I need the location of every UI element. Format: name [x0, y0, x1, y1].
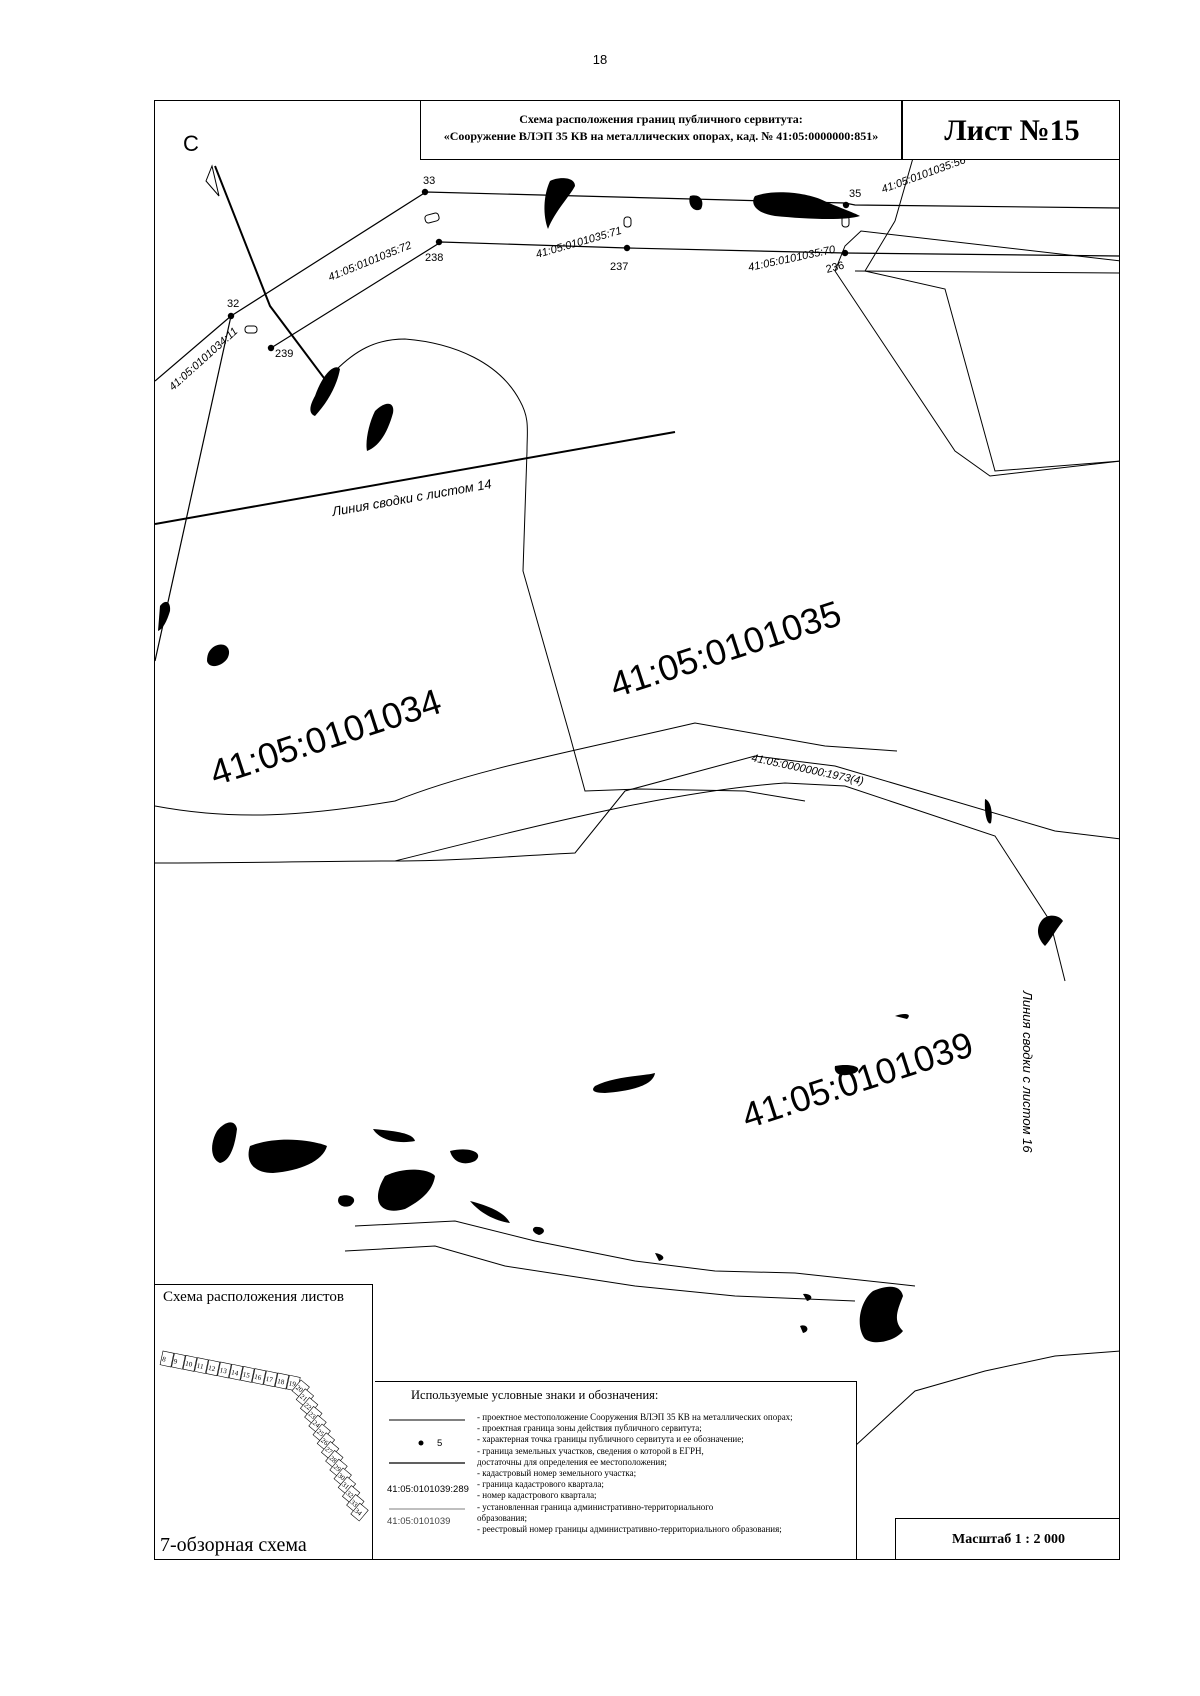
- legend-item: - проектное местоположение Сооружения ВЛ…: [477, 1412, 793, 1422]
- legend-item: - номер кадастрового квартала;: [477, 1490, 597, 1501]
- overview-caption: 7-обзорная схема: [160, 1534, 307, 1556]
- overview-title: Схема расположения листов: [163, 1289, 344, 1305]
- match-line-14: [155, 431, 676, 525]
- power-line: [214, 165, 331, 387]
- overview-sheet-cell: 16: [251, 1368, 267, 1385]
- legend: Используемые условные знаки и обозначени…: [375, 1381, 857, 1559]
- match-line-label: Линия сводки с листом 16: [1020, 990, 1035, 1153]
- parcel-label: 41:05:0101035:56: [880, 154, 968, 196]
- overview-sheet-number: 13: [219, 1366, 228, 1375]
- sheet-number: Лист №15: [902, 101, 1119, 160]
- overview-sheet-cell: 12: [205, 1359, 221, 1377]
- point-label: 239: [275, 348, 293, 360]
- legend-item: достаточны для определения ее местополож…: [477, 1456, 667, 1467]
- match-line-label: Линия сводки с листом 14: [330, 476, 493, 519]
- overview-sheet-cell: 18: [274, 1372, 290, 1390]
- overview-sheet-cell: 17: [263, 1370, 278, 1388]
- legend-title: Используемые условные знаки и обозначени…: [411, 1388, 659, 1402]
- legend-item: - граница кадастрового квартала;: [477, 1479, 604, 1490]
- overview-sheet-number: 15: [242, 1371, 251, 1380]
- overview-sheet-number: 31: [340, 1481, 351, 1492]
- overview-sheet-number: 12: [207, 1364, 216, 1373]
- map-canvas: 33 35 32 238 237 236 239 С 41:05:0101035…: [155, 131, 1119, 1447]
- point-label: 33: [423, 175, 435, 187]
- overview-sheet-number: 30: [336, 1472, 347, 1483]
- parcel-label: 41:05:0101035:70: [747, 244, 837, 274]
- overview-sheet-number: 22: [302, 1401, 313, 1412]
- overview-sheet-number: 23: [307, 1410, 318, 1421]
- overview-sheet-number: 34: [353, 1507, 364, 1518]
- overview-sheet-number: 28: [328, 1454, 339, 1465]
- point-label: 32: [227, 298, 239, 310]
- parcel-label: 41:05:0101034:11: [167, 326, 240, 394]
- parcel-label: 41:05:0101035:72: [327, 239, 414, 283]
- overview-sheet-number: 8: [161, 1355, 167, 1364]
- overview-sheet-cell: 11: [194, 1357, 209, 1374]
- legend-item: - проектная граница зоны действия публич…: [477, 1423, 702, 1434]
- legend-symbols: [389, 1419, 465, 1510]
- legend-item: - характерная точка границы публичного с…: [477, 1434, 744, 1445]
- page-number: 18: [592, 52, 608, 67]
- overview-sheet-number: 16: [253, 1373, 262, 1382]
- servitude-zone: [155, 191, 1119, 662]
- overview-sheet-number: 17: [265, 1375, 274, 1384]
- legend-items: - проектное местоположение Сооружения ВЛ…: [477, 1412, 857, 1535]
- overview-sheet-number: 24: [311, 1419, 322, 1430]
- north-arrow-icon: [205, 164, 220, 197]
- point-label: 35: [849, 188, 861, 200]
- overview-sheet-number: 29: [332, 1463, 343, 1474]
- title-line-1: Схема расположения границ публичного сер…: [519, 112, 803, 126]
- overview-sheet-number: 32: [344, 1489, 355, 1500]
- overview-sheet-cell: 15: [240, 1366, 255, 1383]
- overview-sheet-number: 19: [288, 1379, 297, 1388]
- point-label: 236: [825, 260, 846, 276]
- overview-sheet-number: 18: [276, 1377, 285, 1386]
- overview-sheet-number: 14: [230, 1368, 239, 1377]
- overview-sheet-number: 33: [349, 1498, 360, 1509]
- quarter-label: 41:05:0101039: [737, 1023, 978, 1136]
- overview-sheet-number: 11: [196, 1362, 205, 1371]
- legend-item: образования;: [477, 1512, 527, 1523]
- overview-sheet-cell: 34: [350, 1502, 369, 1522]
- map-sheet-frame: 33 35 32 238 237 236 239 С 41:05:0101035…: [154, 100, 1120, 1560]
- north-label: С: [183, 131, 199, 156]
- legend-item: - граница земельных участков, сведения о…: [477, 1445, 704, 1456]
- title-line-2: «Сооружение ВЛЭП 35 КВ на металлических …: [443, 129, 879, 143]
- point-label: 238: [425, 252, 443, 264]
- overview-sheet-cell: 10: [182, 1355, 198, 1372]
- legend-item: - установленная граница административно-…: [477, 1501, 714, 1512]
- overview-sheet-cell: 8: [159, 1350, 175, 1368]
- legend-quarter-number: 41:05:0101039: [387, 1516, 451, 1527]
- point-label: 237: [610, 261, 628, 273]
- overview-sheet-cell: 14: [228, 1363, 244, 1381]
- boundary-points: [227, 188, 850, 352]
- overview-sheet-number: 25: [315, 1428, 326, 1439]
- overview-sheet-cell: 13: [217, 1361, 232, 1379]
- quarter-boundaries: [155, 148, 1119, 1447]
- overview-sheet-cell: 9: [171, 1352, 186, 1370]
- overview-sheet-number: 26: [319, 1437, 330, 1448]
- legend-point-icon: [418, 1440, 424, 1446]
- legend-point-label: 5: [437, 1438, 443, 1449]
- legend-parcel-number: 41:05:0101039:289: [387, 1484, 469, 1495]
- overview-sheet-number: 21: [298, 1393, 309, 1404]
- overview-sheet-number: 9: [173, 1357, 179, 1366]
- quarter-label: 41:05:0101035: [605, 592, 846, 705]
- legend-item: - реестровый номер границы административ…: [477, 1524, 782, 1535]
- overview-sheet-number: 27: [323, 1445, 334, 1456]
- pylon-markers: [244, 212, 850, 334]
- legend-item: - кадастровый номер земельного участка;: [477, 1468, 637, 1479]
- scale-label: Масштаб 1 : 2 000: [895, 1518, 1119, 1559]
- quarter-label: 41:05:0101034: [205, 680, 446, 793]
- title-block: Схема расположения границ публичного сер…: [420, 101, 902, 160]
- parcel-label: 41:05:0101035:71: [535, 225, 624, 261]
- overview-sheet-number: 20: [294, 1384, 305, 1395]
- overview-sheet-number: 10: [184, 1360, 193, 1369]
- water-bodies: [158, 178, 1063, 1343]
